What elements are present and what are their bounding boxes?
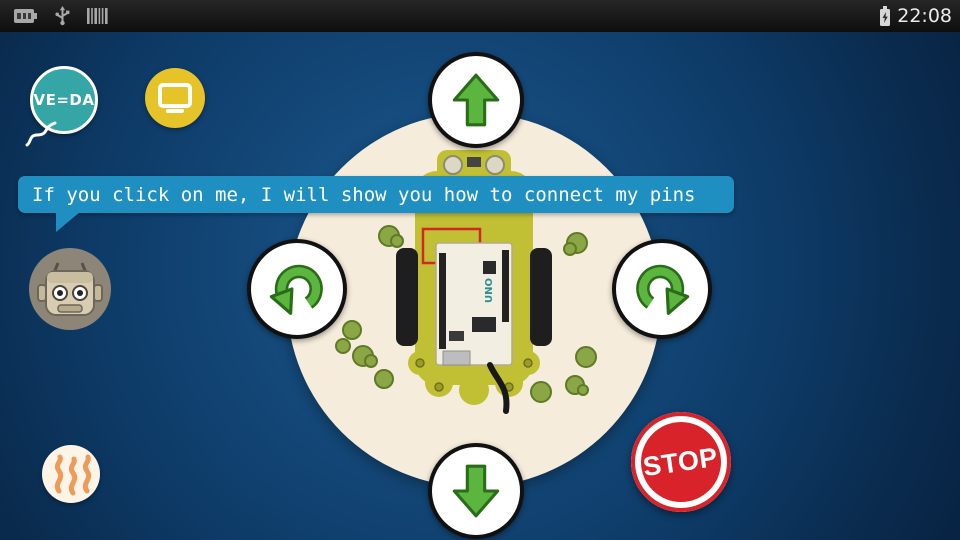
- battery-charging-icon: [880, 6, 891, 26]
- arena-circle: UNO: [287, 113, 661, 487]
- sensor-eye-right: [485, 155, 505, 175]
- robot-avatar-button[interactable]: [28, 247, 112, 331]
- rotate-right-button[interactable]: [612, 239, 712, 339]
- stop-label: STOP: [641, 441, 721, 482]
- wheel-right: [530, 248, 552, 346]
- status-left-icons: [14, 6, 878, 26]
- screen-button[interactable]: [145, 68, 205, 128]
- heat-waves-icon: [42, 445, 100, 503]
- app-logo-label: VE=DA: [33, 91, 95, 109]
- battery-log-icon: [14, 9, 37, 23]
- monitor-stand: [166, 108, 184, 113]
- speech-bubble-text: If you click on me, I will show you how …: [32, 183, 696, 206]
- heat-waves-button[interactable]: [42, 445, 100, 503]
- svg-text:UNO: UNO: [484, 278, 495, 303]
- red-wire: [421, 227, 482, 265]
- barcode-icon: [87, 8, 108, 24]
- up-arrow-icon: [452, 73, 500, 127]
- sensor-chip: [467, 157, 481, 167]
- plug-logo-icon: [25, 121, 57, 147]
- app-stage: UNO STOP: [0, 32, 960, 540]
- stop-button[interactable]: STOP: [631, 412, 731, 512]
- usb-cable: [487, 362, 510, 414]
- arduino-board: UNO: [435, 242, 513, 366]
- monitor-icon: [158, 82, 192, 113]
- speech-bubble-tail: [56, 212, 80, 232]
- robot-illustration: UNO: [335, 150, 597, 414]
- status-right: 22:08: [878, 5, 952, 27]
- app-logo-button[interactable]: VE=DA: [25, 66, 98, 147]
- usb-icon: [55, 6, 70, 26]
- speech-bubble: If you click on me, I will show you how …: [18, 176, 734, 232]
- rotate-left-icon: [269, 264, 323, 315]
- down-arrow-icon: [452, 464, 500, 518]
- wheel-left: [396, 248, 418, 346]
- robot-face-icon: [29, 248, 111, 330]
- rotate-left-button[interactable]: [247, 239, 347, 339]
- status-bar: 22:08: [0, 0, 960, 32]
- move-backward-button[interactable]: [428, 443, 524, 539]
- clock: 22:08: [897, 5, 952, 27]
- sensor-eye-left: [443, 155, 463, 175]
- rotate-right-icon: [636, 264, 690, 315]
- move-forward-button[interactable]: [428, 52, 524, 148]
